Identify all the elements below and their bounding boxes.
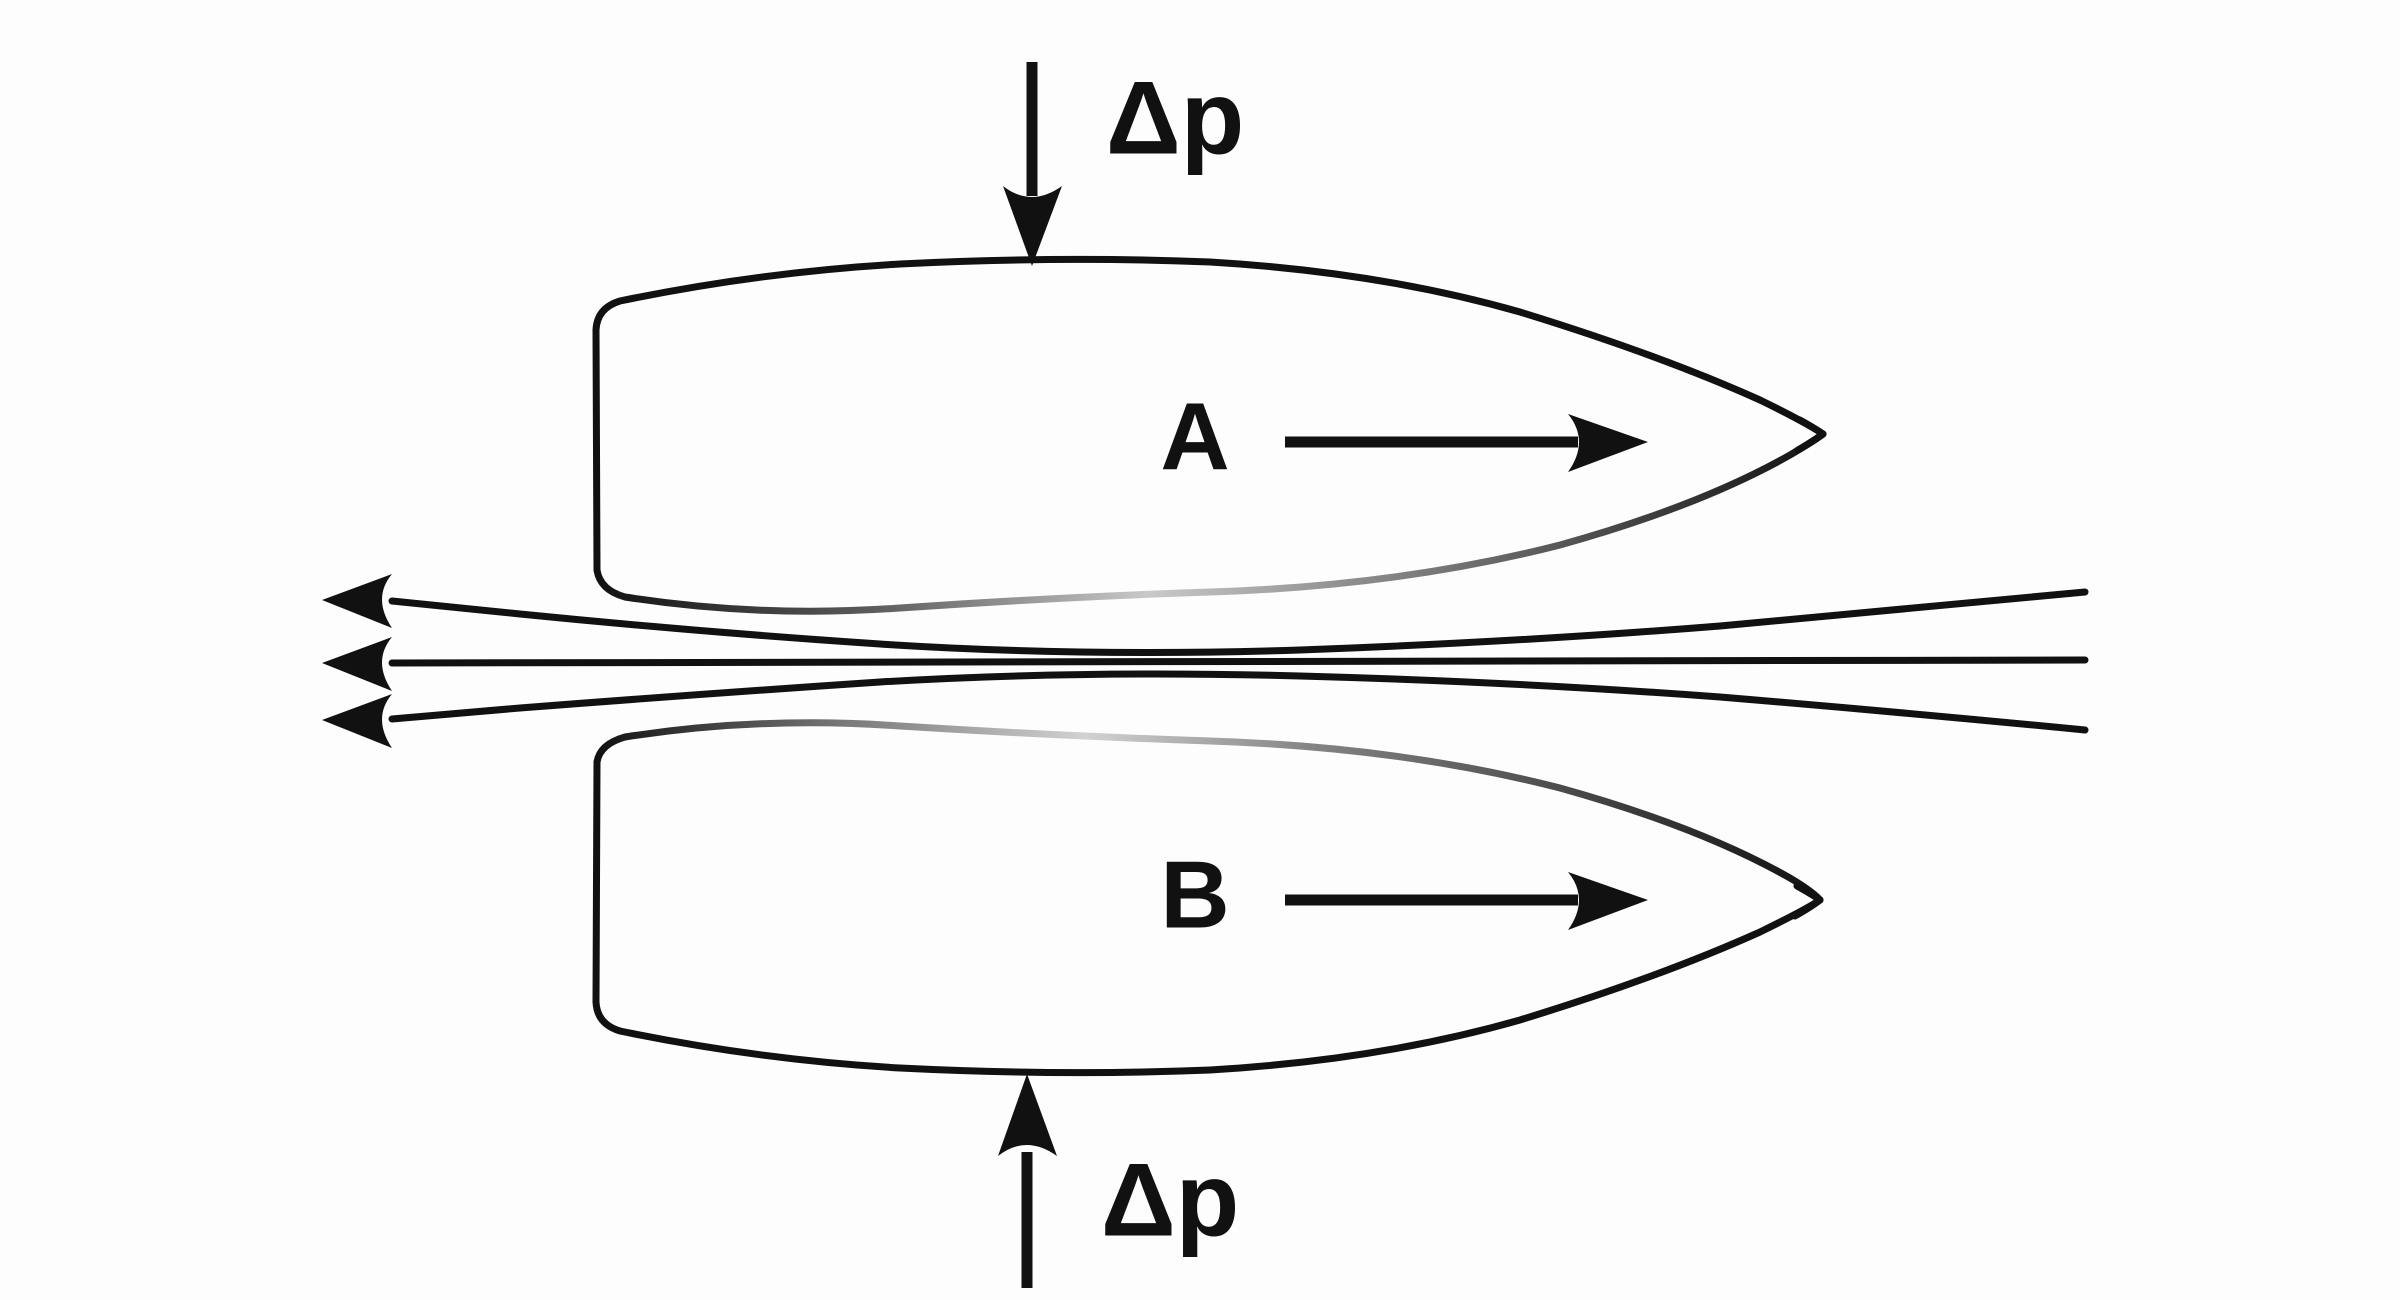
delta-p-bottom-group: Δp bbox=[998, 1074, 1239, 1288]
streamline-group bbox=[322, 574, 2089, 748]
hull-b-bow-tip bbox=[1791, 882, 1824, 920]
hull-a-top-outline bbox=[592, 255, 1827, 574]
flow-arrow-center-head bbox=[322, 637, 392, 691]
flow-arrow-lower-head bbox=[322, 694, 392, 748]
hull-b-group bbox=[592, 719, 1824, 1077]
hull-a-annotation: A bbox=[1160, 383, 1648, 490]
lower-streamline bbox=[388, 670, 2089, 734]
motion-arrow-a-head bbox=[1568, 414, 1648, 472]
arrow-up-icon bbox=[998, 1074, 1057, 1156]
motion-arrow-b-head bbox=[1568, 872, 1648, 930]
hull-a-label: A bbox=[1160, 383, 1229, 490]
hull-b-annotation: B bbox=[1160, 841, 1648, 948]
hull-b-label: B bbox=[1160, 841, 1229, 948]
hull-a-group bbox=[592, 255, 1827, 615]
hull-b-top-outline bbox=[593, 719, 1824, 904]
delta-p-bottom-label: Δp bbox=[1101, 1142, 1239, 1258]
upper-streamline bbox=[388, 588, 2089, 656]
hull-a-bottom-outline bbox=[593, 430, 1827, 615]
arrow-down-icon bbox=[1003, 186, 1062, 266]
hull-b-bottom-outline bbox=[592, 758, 1824, 1077]
delta-p-top-group: Δp bbox=[1003, 60, 1244, 266]
delta-p-top-label: Δp bbox=[1106, 60, 1244, 176]
center-streamline bbox=[388, 656, 2089, 667]
hull-a-bow-tip bbox=[1794, 416, 1827, 454]
flow-arrow-upper-head bbox=[322, 574, 392, 628]
